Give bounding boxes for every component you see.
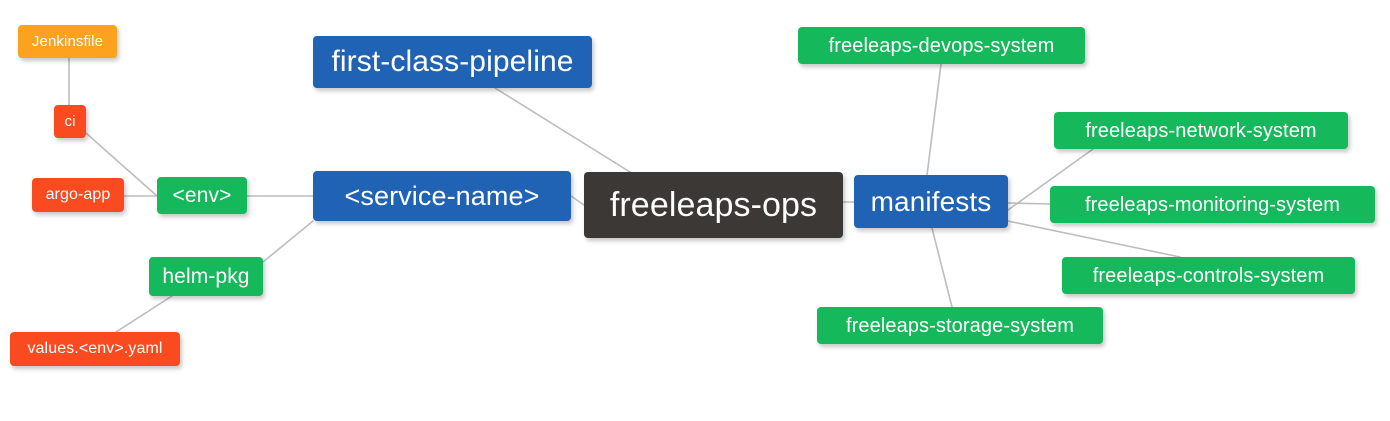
node-label-freeleaps-storage-system: freeleaps-storage-system	[845, 314, 1075, 337]
node-label-manifests: manifests	[870, 185, 992, 217]
edge-service-name-to-helm-pkg	[262, 220, 314, 263]
node-label-freeleaps-ops: freeleaps-ops	[609, 186, 818, 224]
node-service-name[interactable]: <service-name>	[313, 171, 571, 221]
node-label-freeleaps-monitoring-system: freeleaps-monitoring-system	[1084, 193, 1340, 216]
node-freeleaps-storage-system[interactable]: freeleaps-storage-system	[817, 307, 1103, 344]
node-label-argo-app: argo-app	[45, 186, 111, 203]
node-first-class-pipeline[interactable]: first-class-pipeline	[313, 36, 592, 88]
node-env[interactable]: <env>	[157, 177, 247, 214]
node-ci[interactable]: ci	[54, 105, 86, 138]
node-freeleaps-monitoring-system[interactable]: freeleaps-monitoring-system	[1050, 186, 1375, 223]
node-label-jenkinsfile: Jenkinsfile	[31, 33, 104, 50]
edge-manifests-to-freeleaps-storage-system	[931, 227, 953, 308]
node-label-freeleaps-network-system: freeleaps-network-system	[1085, 119, 1317, 142]
node-label-env: <env>	[172, 184, 232, 207]
node-label-helm-pkg: helm-pkg	[162, 265, 250, 288]
node-freeleaps-network-system[interactable]: freeleaps-network-system	[1054, 112, 1348, 149]
node-freeleaps-controls-system[interactable]: freeleaps-controls-system	[1062, 257, 1355, 294]
node-label-freeleaps-controls-system: freeleaps-controls-system	[1092, 264, 1325, 287]
node-label-first-class-pipeline: first-class-pipeline	[331, 45, 574, 78]
node-freeleaps-devops-system[interactable]: freeleaps-devops-system	[798, 27, 1085, 64]
node-values-yaml[interactable]: values.<env>.yaml	[10, 332, 180, 366]
edge-manifests-to-freeleaps-monitoring-system	[1007, 202, 1051, 205]
node-helm-pkg[interactable]: helm-pkg	[149, 257, 263, 296]
node-freeleaps-ops[interactable]: freeleaps-ops	[584, 172, 843, 238]
edge-first-class-pipeline-to-freeleaps-ops	[494, 87, 631, 173]
node-manifests[interactable]: manifests	[854, 175, 1008, 228]
node-jenkinsfile[interactable]: Jenkinsfile	[18, 25, 117, 58]
edge-service-name-to-freeleaps-ops	[570, 195, 585, 206]
edge-manifests-to-freeleaps-devops-system	[926, 63, 942, 176]
node-label-freeleaps-devops-system: freeleaps-devops-system	[828, 34, 1055, 57]
node-label-ci: ci	[64, 113, 76, 130]
node-label-service-name: <service-name>	[344, 180, 540, 211]
node-argo-app[interactable]: argo-app	[32, 178, 124, 212]
edge-manifests-to-freeleaps-controls-system	[1007, 220, 1181, 258]
node-label-values-yaml: values.<env>.yaml	[27, 340, 163, 357]
edge-helm-pkg-to-values-yaml	[115, 295, 173, 333]
